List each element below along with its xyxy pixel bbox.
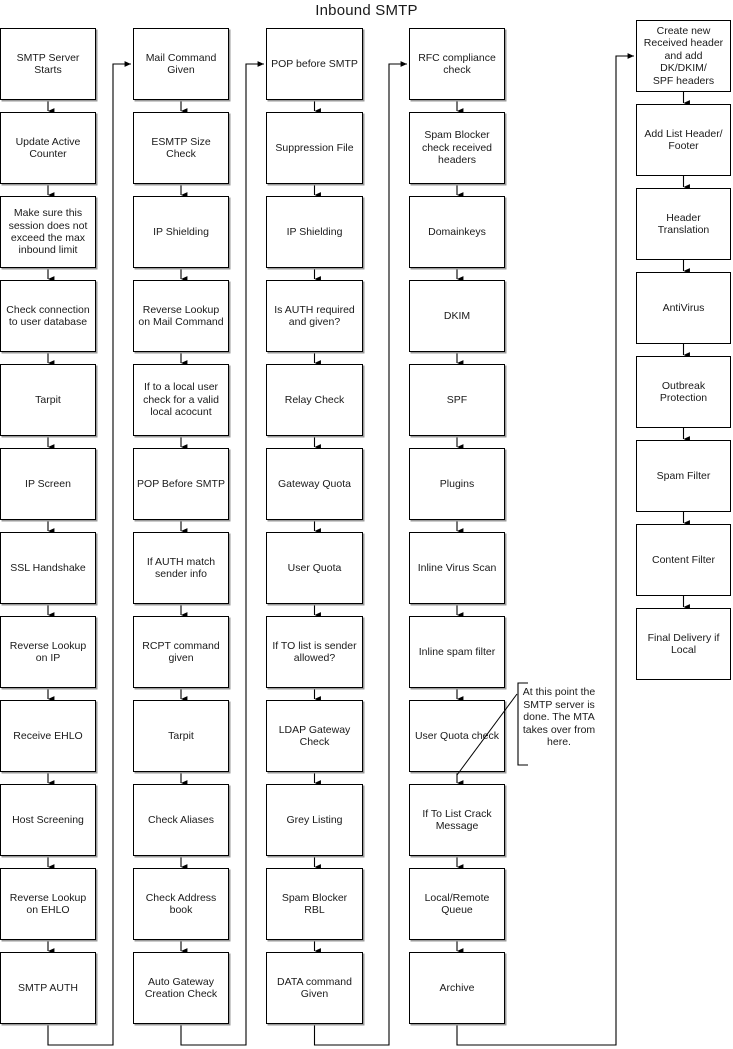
flow-node[interactable]: RFC compliance check — [409, 28, 505, 100]
flow-node[interactable]: DKIM — [409, 280, 505, 352]
flow-node[interactable]: Host Screening — [0, 784, 96, 856]
flow-node[interactable]: Check Address book — [133, 868, 229, 940]
flow-node[interactable]: AntiVirus — [636, 272, 731, 344]
flow-node[interactable]: Grey Listing — [266, 784, 363, 856]
flow-node[interactable]: Reverse Lookup on IP — [0, 616, 96, 688]
flow-node[interactable]: User Quota check — [409, 700, 505, 772]
flow-node[interactable]: LDAP Gateway Check — [266, 700, 363, 772]
flow-node[interactable]: If AUTH match sender info — [133, 532, 229, 604]
flow-node[interactable]: If TO list is sender allowed? — [266, 616, 363, 688]
flow-node[interactable]: Auto Gateway Creation Check — [133, 952, 229, 1024]
flow-node[interactable]: If To List Crack Message — [409, 784, 505, 856]
flow-node[interactable]: Make sure this session does not exceed t… — [0, 196, 96, 268]
flow-node[interactable]: DATA command Given — [266, 952, 363, 1024]
flow-node[interactable]: Local/Remote Queue — [409, 868, 505, 940]
diagram-title: Inbound SMTP — [315, 2, 418, 19]
flow-node[interactable]: Create new Received header and add DK/DK… — [636, 20, 731, 92]
flow-node[interactable]: Domainkeys — [409, 196, 505, 268]
flow-node[interactable]: Update Active Counter — [0, 112, 96, 184]
flow-node[interactable]: Tarpit — [133, 700, 229, 772]
flow-node[interactable]: SMTP Server Starts — [0, 28, 96, 100]
flow-node[interactable]: Receive EHLO — [0, 700, 96, 772]
flow-node[interactable]: Archive — [409, 952, 505, 1024]
flow-node[interactable]: SSL Handshake — [0, 532, 96, 604]
flow-node[interactable]: Plugins — [409, 448, 505, 520]
flow-node[interactable]: ESMTP Size Check — [133, 112, 229, 184]
flow-node[interactable]: Add List Header/ Footer — [636, 104, 731, 176]
flow-node[interactable]: Gateway Quota — [266, 448, 363, 520]
flow-node[interactable]: Reverse Lookup on EHLO — [0, 868, 96, 940]
flow-node[interactable]: IP Shielding — [266, 196, 363, 268]
flow-node[interactable]: POP before SMTP — [266, 28, 363, 100]
flow-node[interactable]: User Quota — [266, 532, 363, 604]
flow-node[interactable]: Spam Blocker RBL — [266, 868, 363, 940]
flow-node[interactable]: If to a local user check for a valid loc… — [133, 364, 229, 436]
flow-node[interactable]: Mail Command Given — [133, 28, 229, 100]
flow-node[interactable]: Is AUTH required and given? — [266, 280, 363, 352]
flow-node[interactable]: Check connection to user database — [0, 280, 96, 352]
flow-node[interactable]: Tarpit — [0, 364, 96, 436]
mta-handoff-note: At this point the SMTP server is done. T… — [522, 686, 596, 749]
flow-node[interactable]: Inline Virus Scan — [409, 532, 505, 604]
flow-node[interactable]: Spam Blocker check received headers — [409, 112, 505, 184]
flow-node[interactable]: Check Aliases — [133, 784, 229, 856]
flow-node[interactable]: Outbreak Protection — [636, 356, 731, 428]
flow-node[interactable]: Header Translation — [636, 188, 731, 260]
flow-node[interactable]: Inline spam filter — [409, 616, 505, 688]
flow-node[interactable]: RCPT command given — [133, 616, 229, 688]
flow-node[interactable]: Final Delivery if Local — [636, 608, 731, 680]
flow-node[interactable]: Spam Filter — [636, 440, 731, 512]
flow-node[interactable]: Content Filter — [636, 524, 731, 596]
flow-node[interactable]: Suppression File — [266, 112, 363, 184]
flow-node[interactable]: SMTP AUTH — [0, 952, 96, 1024]
flow-node[interactable]: IP Screen — [0, 448, 96, 520]
flow-node[interactable]: POP Before SMTP — [133, 448, 229, 520]
flow-node[interactable]: Relay Check — [266, 364, 363, 436]
flow-node[interactable]: Reverse Lookup on Mail Command — [133, 280, 229, 352]
flow-node[interactable]: SPF — [409, 364, 505, 436]
flow-node[interactable]: IP Shielding — [133, 196, 229, 268]
